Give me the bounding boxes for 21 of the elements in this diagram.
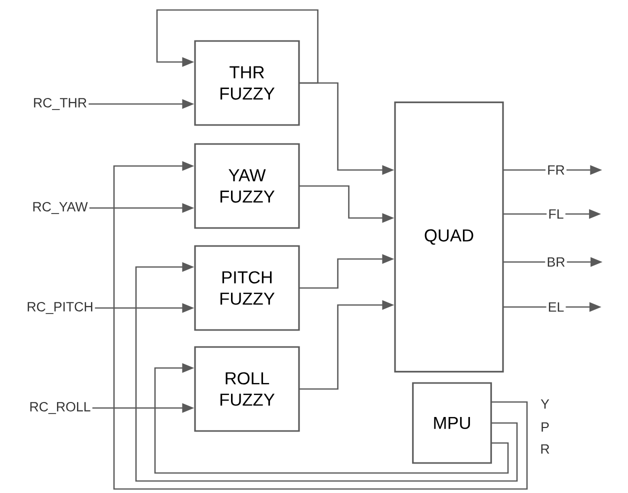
arrow <box>154 363 509 474</box>
signal-label: R <box>541 444 550 454</box>
block-box: PITCH FUZZY <box>194 245 300 331</box>
block-box: ROLL FUZZY <box>194 346 300 432</box>
signal-label: FR <box>548 165 564 175</box>
block-box: MPU <box>412 382 492 464</box>
signal-label: RC_THR <box>34 98 86 110</box>
block-box: YAW FUZZY <box>194 143 300 229</box>
block-box: QUAD <box>394 102 504 372</box>
signal-label: RC_ROLL <box>30 402 90 414</box>
block-box: THR FUZZY <box>194 40 300 126</box>
signal-label: P <box>542 422 549 432</box>
signal-label: FL <box>549 209 564 219</box>
arrow <box>135 262 518 482</box>
signal-label: RC_YAW <box>33 202 88 214</box>
arrow <box>113 161 528 490</box>
arrow <box>156 9 318 84</box>
signal-label: BR <box>548 257 565 267</box>
signal-label: RC_PITCH <box>28 302 92 314</box>
signal-label: EL <box>548 302 564 312</box>
signal-label: Y <box>540 399 550 409</box>
